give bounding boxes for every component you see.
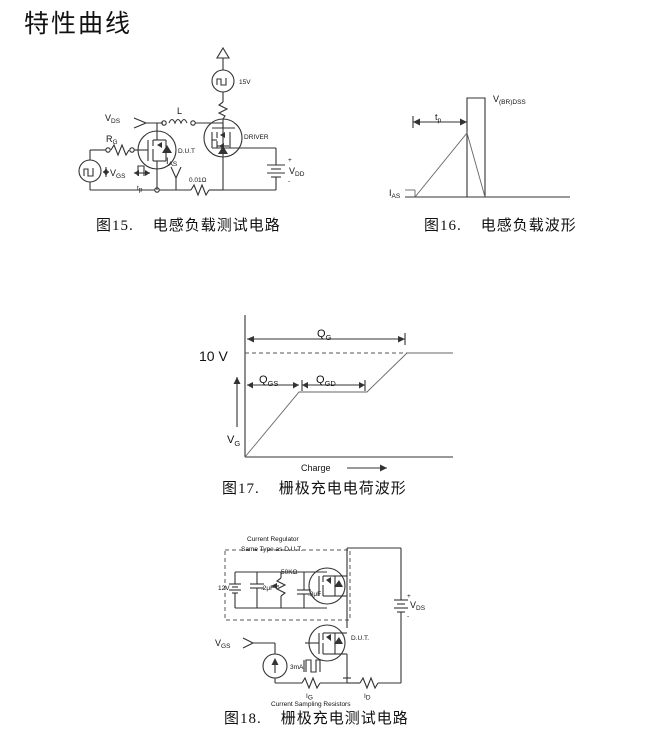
- pulse-source-15v: [211, 69, 235, 102]
- label-vdd-plus: +: [288, 157, 292, 164]
- label-vbrdss: V(BR)DSS: [493, 94, 526, 106]
- label-cap2: .3μF: [308, 591, 321, 598]
- label-tp: tp: [137, 185, 143, 194]
- dut-mosfet-symbol: [305, 624, 347, 662]
- label-rg: RG: [106, 134, 118, 146]
- inductor-symbol: [161, 118, 223, 126]
- vgs-bidirectional-marker: [103, 167, 109, 177]
- vg-axis-arrow: [233, 377, 241, 427]
- figure-16-caption: 图16. 电感负载波形: [424, 214, 577, 235]
- current-sampling-resistors: [275, 654, 401, 690]
- gate-pulse-waveform-icon: [303, 659, 321, 673]
- label-12v: 12V: [218, 585, 230, 592]
- vgs-terminal: [242, 637, 275, 649]
- page-title: 特性曲线: [24, 11, 133, 38]
- ias-current-trace: [405, 132, 486, 198]
- label-tp: tp: [435, 112, 442, 124]
- label-driver: DRIVER: [244, 134, 269, 141]
- label-ias: IAS: [166, 156, 178, 168]
- supply-arrow-symbol: [216, 46, 230, 70]
- qgs-dimension-arrow: [247, 382, 299, 389]
- vdd-battery: [223, 147, 285, 191]
- label-ig: IG: [306, 693, 313, 702]
- vds-battery: [347, 547, 408, 683]
- label-15v: 15V: [239, 79, 251, 86]
- label-dut: D.U.T.: [351, 635, 369, 642]
- figure-16-caption-number: 图16.: [424, 218, 462, 234]
- figure-15-caption: 图15. 电感负载测试电路: [96, 214, 281, 235]
- charge-axis-arrow: [347, 464, 387, 472]
- gate-resistor-rg: [90, 143, 140, 157]
- figure-18-caption-number: 图18.: [224, 711, 262, 727]
- shunt-resistor: [90, 183, 223, 197]
- label-current-sampling-resistors: Current Sampling Resistors: [271, 701, 351, 708]
- figure-15-caption-text: 电感负载测试电路: [152, 218, 281, 234]
- label-vg: VG: [227, 434, 240, 448]
- capacitor-point2uf: [250, 572, 264, 608]
- label-id: ID: [364, 693, 371, 702]
- figure-18-caption: 图18. 栅极充电测试电路: [224, 707, 409, 728]
- current-source-3ma: [262, 643, 288, 683]
- label-vgs: VGS: [215, 638, 231, 650]
- label-vds: VDS: [105, 113, 121, 125]
- label-ias: IAS: [389, 188, 401, 200]
- regulator-mosfet-symbol: [308, 548, 348, 628]
- qgd-dimension-arrow: [301, 380, 366, 391]
- label-vdd: VDD: [289, 166, 305, 178]
- figure-17-caption-number: 图17.: [222, 481, 260, 497]
- vds-probe: [133, 117, 163, 129]
- gate-charge-trace: [244, 352, 453, 458]
- label-inductor: L: [177, 106, 182, 116]
- capacitor-point3uf: [297, 572, 311, 608]
- current-regulator-box: [224, 549, 351, 621]
- label-vds-plus: +: [407, 593, 411, 600]
- figure-17-gate-charge-waveform: QG QGS QGD 10 V VG Charge: [195, 305, 485, 475]
- label-qg: QG: [317, 328, 332, 342]
- label-cap1: .2μF: [261, 585, 274, 592]
- label-3ma: 3mA: [290, 664, 304, 671]
- tp-dimension-arrow: [412, 116, 467, 128]
- label-vds-minus: -: [407, 613, 409, 620]
- ias-probe: [170, 166, 182, 190]
- label-qgd: QGD: [316, 374, 336, 388]
- label-ten-volt: 10 V: [199, 348, 228, 364]
- figure-16-inductive-load-waveform: tp V(BR)DSS IAS: [389, 80, 635, 210]
- figure-16-caption-text: 电感负载波形: [480, 218, 577, 234]
- figure-18-caption-text: 栅极充电测试电路: [280, 711, 409, 727]
- label-vdd-minus: -: [288, 178, 290, 185]
- figure-18-gate-charge-test-circuit: Current Regulator Same Type as D.U.T. 12…: [205, 528, 455, 708]
- label-shunt: 0.01Ω: [189, 177, 207, 184]
- label-current-regulator: Current Regulator: [247, 536, 299, 543]
- figure-15-inductive-load-test-circuit: 15V DRIVER VDS L: [60, 40, 320, 210]
- pulse-source-vgs: [78, 150, 102, 190]
- tp-pulse-marker: [134, 165, 150, 176]
- qg-dimension-arrow: [247, 333, 406, 345]
- label-qgs: QGS: [259, 374, 278, 388]
- figure-15-caption-number: 图15.: [96, 218, 134, 234]
- label-vgs: VGS: [110, 168, 126, 180]
- vbrdss-pulse-trace: [405, 97, 570, 198]
- freewheeling-diode: [217, 123, 229, 190]
- supply-battery-12v: [229, 572, 241, 608]
- label-vds: VDS: [410, 600, 426, 612]
- label-charge: Charge: [301, 463, 331, 473]
- label-dut: D.U.T: [178, 148, 195, 155]
- potentiometer-50k: [271, 572, 287, 608]
- label-same-type-as-dut: Same Type as D.U.T.: [241, 546, 302, 553]
- driver-gate-resistor: [217, 101, 229, 120]
- figure-17-caption: 图17. 栅极充电电荷波形: [222, 477, 407, 498]
- figure-17-caption-text: 栅极充电电荷波形: [278, 481, 407, 497]
